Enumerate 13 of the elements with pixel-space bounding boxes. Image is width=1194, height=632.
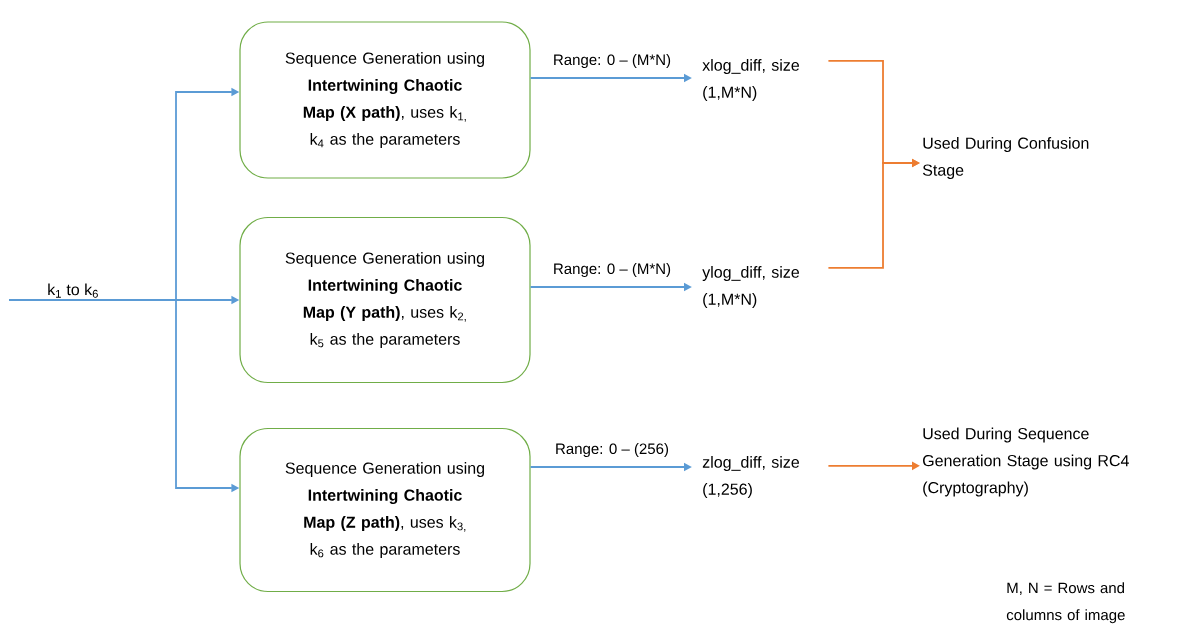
- text-label: xlog_diff, size (1,M*N): [702, 59, 799, 101]
- text-label: zlog_diff, size (1,256): [702, 456, 799, 498]
- text-label: Used During Confusion Stage: [922, 137, 1089, 179]
- edge-label: Range: 0 – (256): [554, 442, 670, 458]
- text-label: ylog_diff, size (1,M*N): [702, 266, 799, 308]
- text-label: Used During Sequence Generation Stage using RC4 (Cryptography): [923, 427, 1129, 497]
- edge-label: Range: 0 – (M*N): [551, 262, 673, 278]
- process-box: Sequence Generation using Intertwining Chaotic Map (X path), uses k$_{1,}$ k$_{4}$ as the parameters: [239, 21, 531, 179]
- text-label: k$_{1}$ to k$_{6}$: [48, 283, 98, 298]
- process-box: Sequence Generation using Intertwining Chaotic Map (Z path), uses k$_{3,}$ k$_{6}$ as the parameters: [239, 427, 531, 593]
- edge-label: Range: 0 – (M*N): [551, 53, 673, 69]
- note: M, N = Rows and columns of image: [1006, 582, 1125, 624]
- process-box: Sequence Generation using Intertwining Chaotic Map (Y path), uses k$_{2,}$ k$_{5}$ as the parameters: [239, 216, 531, 384]
